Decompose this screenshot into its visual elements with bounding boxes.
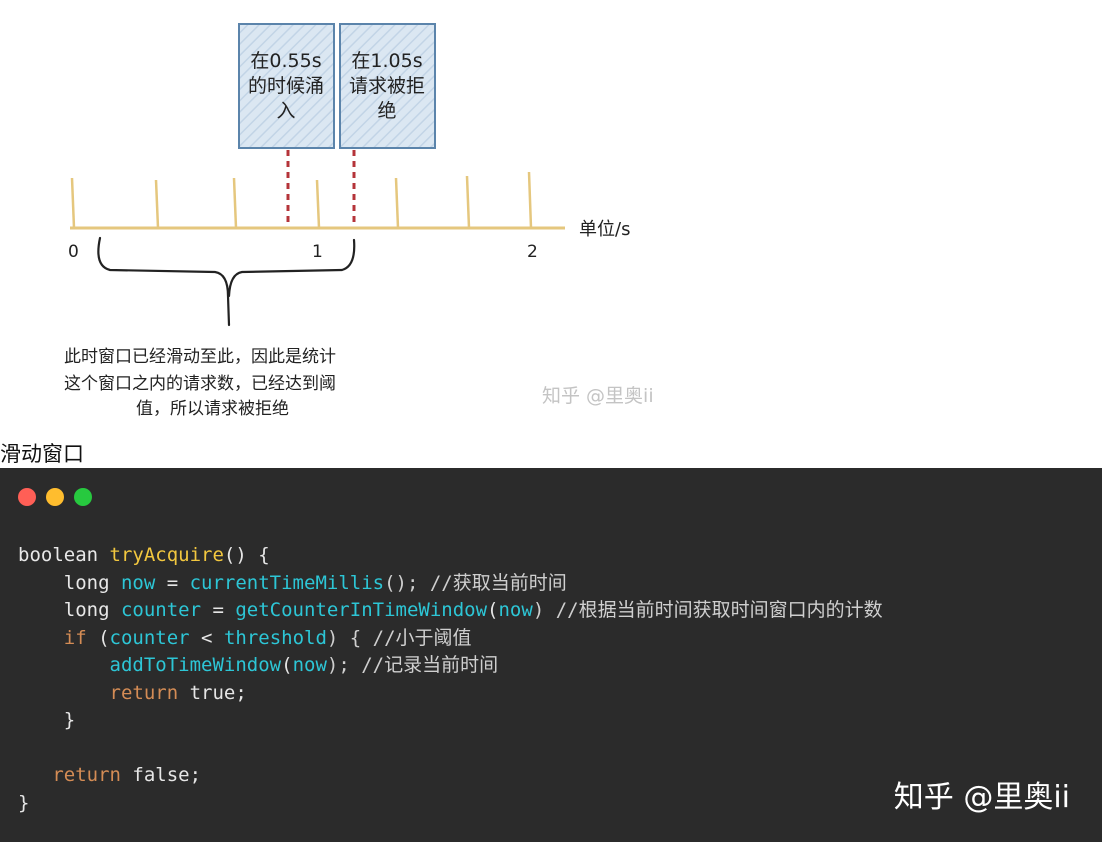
code-line: return false; — [18, 764, 202, 786]
window-brace — [97, 236, 356, 327]
note-line-1: 此时窗口已经滑动至此，因此是统计 — [64, 347, 336, 367]
code-line: long counter = getCounterInTimeWindow(no… — [18, 599, 883, 621]
event-box-0.55s — [238, 23, 335, 149]
note-line-3: 值，所以请求被拒绝 — [136, 399, 289, 419]
box1-line-3: 入 — [276, 100, 295, 122]
sliding-window-diagram: 在0.55s 的时候涌 入 在1.05s 请求被拒 绝 单位/s 0 1 2 此… — [64, 23, 654, 419]
figure-caption: 滑动窗口 — [0, 442, 84, 466]
code-line: } — [18, 791, 30, 814]
close-dot-icon — [18, 488, 36, 506]
code-line: long now = currentTimeMillis(); //获取当前时间 — [18, 571, 567, 594]
box2-line-1: 在1.05s — [351, 50, 422, 72]
box1-line-1: 在0.55s — [250, 50, 321, 72]
tick-label-0: 0 — [68, 242, 79, 262]
code-line: boolean tryAcquire() { — [18, 544, 270, 566]
note-line-2: 这个窗口之内的请求数，已经达到阈 — [64, 374, 336, 394]
code-line: } — [18, 709, 76, 731]
minimize-dot-icon — [46, 488, 64, 506]
code-block: boolean tryAcquire() { long now = curren… — [18, 542, 883, 817]
tick-label-2: 2 — [527, 242, 538, 262]
code-watermark: 知乎 @里奥ii — [893, 780, 1070, 815]
tick-label-1: 1 — [312, 242, 323, 262]
box2-line-3: 绝 — [377, 100, 396, 122]
code-line: addToTimeWindow(now); //记录当前时间 — [109, 654, 499, 676]
maximize-dot-icon — [74, 488, 92, 506]
axis-ticks — [70, 171, 533, 229]
box2-line-2: 请求被拒 — [349, 75, 425, 97]
axis-unit-label: 单位/s — [579, 219, 630, 240]
diagram-watermark: 知乎 @里奥ii — [542, 385, 654, 407]
code-line: if (counter < threshold) { //小于阈值 — [18, 626, 472, 649]
code-panel: boolean tryAcquire() { long now = curren… — [0, 468, 1102, 842]
event-box-1.05s — [339, 23, 436, 149]
box1-line-2: 的时候涌 — [248, 75, 324, 97]
window-controls — [18, 488, 92, 506]
code-line: return true; — [18, 681, 247, 704]
